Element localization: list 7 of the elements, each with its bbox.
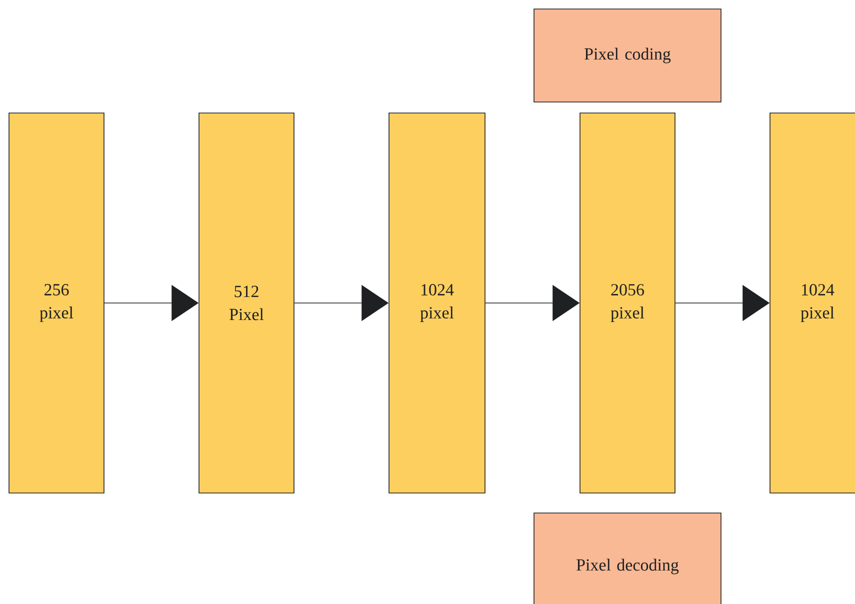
process-box: Pixel coding (534, 8, 722, 102)
layer-box: 256 pixel (8, 112, 104, 494)
layer-box: 1024 pixel (388, 112, 486, 494)
layer-box: 1024 pixel (770, 112, 855, 494)
layer-box: 512 Pixel (198, 112, 294, 494)
process-box: Pixel decoding (534, 512, 722, 604)
layer-box: 2056 pixel (580, 112, 676, 494)
